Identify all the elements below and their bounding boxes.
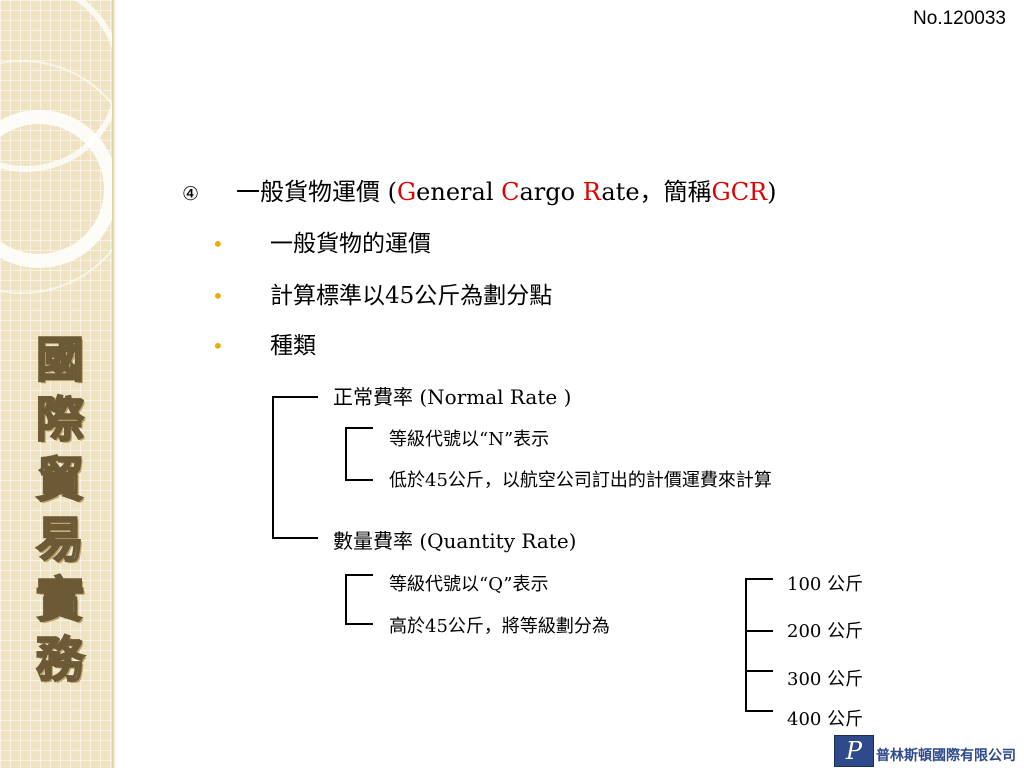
side-title-char: 際	[35, 391, 85, 449]
section-marker: ④	[182, 183, 200, 205]
bracket-line	[272, 396, 318, 398]
bullet-item: • 種類	[212, 326, 316, 360]
document-number: No.120033	[913, 8, 1006, 29]
weight-level: 300 公斤	[787, 669, 864, 690]
bracket-line	[345, 623, 373, 625]
bullet-dot: •	[212, 232, 224, 256]
company-logo-icon: P	[834, 735, 874, 767]
weight-level: 200 公斤	[787, 621, 864, 642]
quantity-rate-item: 高於45公斤，將等級劃分為	[389, 616, 610, 637]
company-name: 普林斯頓國際有限公司	[876, 748, 1016, 764]
bracket-line	[745, 670, 773, 672]
heading-r-rest: ate，簡稱	[601, 178, 712, 206]
normal-rate-item: 低於45公斤，以航空公司訂出的計價運費來計算	[389, 470, 772, 491]
bracket-line	[745, 578, 747, 712]
bracket-line	[745, 578, 773, 580]
weight-level: 100 公斤	[787, 574, 864, 595]
logo-mark: P	[845, 737, 863, 765]
bracket-line	[745, 630, 773, 632]
heading-gcr: GCR	[711, 178, 768, 206]
quantity-rate-item: 等級代號以“Q”表示	[389, 574, 549, 595]
section-heading: ④ 一般貨物運價 (General Cargo Rate，簡稱GCR)	[182, 172, 777, 207]
bullet-dot: •	[212, 334, 224, 358]
bullet-text: 一般貨物的運價	[270, 231, 431, 257]
heading-c: C	[501, 178, 520, 206]
side-title-char: 國	[35, 331, 85, 389]
bracket-line	[272, 396, 274, 538]
heading-c-rest: argo	[519, 178, 583, 206]
normal-rate-item: 等級代號以“N”表示	[389, 429, 550, 450]
side-decoration-band: 國 際 貿 易 實 務	[0, 0, 112, 768]
heading-r: R	[582, 178, 602, 206]
bracket-line	[345, 479, 373, 481]
heading-g: G	[397, 178, 417, 206]
bracket-line	[745, 710, 773, 712]
quantity-rate-label: 數量費率 (Quantity Rate)	[333, 529, 577, 553]
bullet-dot: •	[212, 284, 224, 308]
side-title-char: 實	[35, 571, 85, 629]
bullet-text: 計算標準以45公斤為劃分點	[270, 283, 553, 309]
bullet-item: • 一般貨物的運價	[212, 224, 431, 258]
side-title-char: 貿	[35, 451, 85, 509]
side-title-char: 易	[35, 511, 85, 569]
bracket-line	[345, 574, 347, 624]
bullet-text: 種類	[270, 333, 316, 359]
bracket-line	[345, 427, 373, 429]
side-title-vertical: 國 際 貿 易 實 務	[30, 330, 90, 690]
heading-prefix: 一般貨物運價 (	[236, 178, 397, 206]
bracket-line	[345, 574, 373, 576]
bullet-item: • 計算標準以45公斤為劃分點	[212, 276, 552, 310]
side-band-edge	[112, 0, 116, 768]
side-title-char: 務	[35, 631, 85, 689]
weight-level: 400 公斤	[787, 709, 864, 730]
heading-suffix: )	[767, 178, 777, 206]
bracket-line	[345, 427, 347, 480]
heading-g-rest: eneral	[416, 178, 502, 206]
normal-rate-label: 正常費率 (Normal Rate )	[333, 385, 572, 409]
decorative-ring	[0, 110, 112, 268]
bracket-line	[272, 537, 318, 539]
